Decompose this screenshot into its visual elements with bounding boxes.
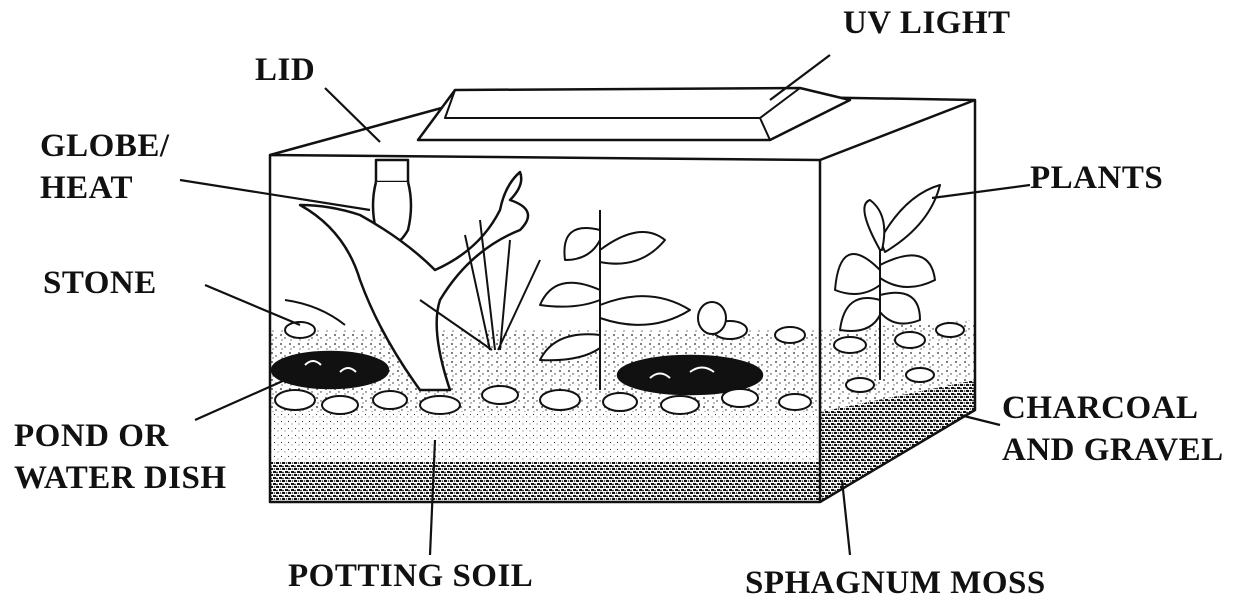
label-pond-line2: WATER DISH [14, 460, 227, 496]
uv-light-box [418, 88, 850, 140]
label-globe-line1: GLOBE/ [40, 128, 170, 164]
label-lid: LID [255, 52, 315, 88]
leader-charcoal [960, 415, 1000, 425]
leader-lid [325, 88, 380, 142]
potting-soil-layer [270, 410, 820, 465]
label-sphagnum-moss: SPHAGNUM MOSS [745, 565, 1046, 601]
leader-globe [180, 180, 370, 210]
label-charcoal-line2: AND GRAVEL [1002, 432, 1224, 468]
label-charcoal-line1: CHARCOAL [1002, 390, 1199, 426]
label-stone: STONE [43, 265, 157, 301]
tank [180, 55, 1030, 555]
label-uv-light: UV LIGHT [843, 5, 1011, 41]
leader-stone [205, 285, 300, 325]
sphagnum-moss-layer [270, 462, 820, 502]
pond-left [272, 352, 388, 388]
leader-sphagnum [842, 480, 850, 555]
label-globe-line2: HEAT [40, 170, 133, 206]
label-potting-soil: POTTING SOIL [288, 558, 533, 594]
label-pond-line1: POND OR [14, 418, 169, 454]
label-plants: PLANTS [1030, 160, 1163, 196]
leader-plants [932, 185, 1030, 198]
